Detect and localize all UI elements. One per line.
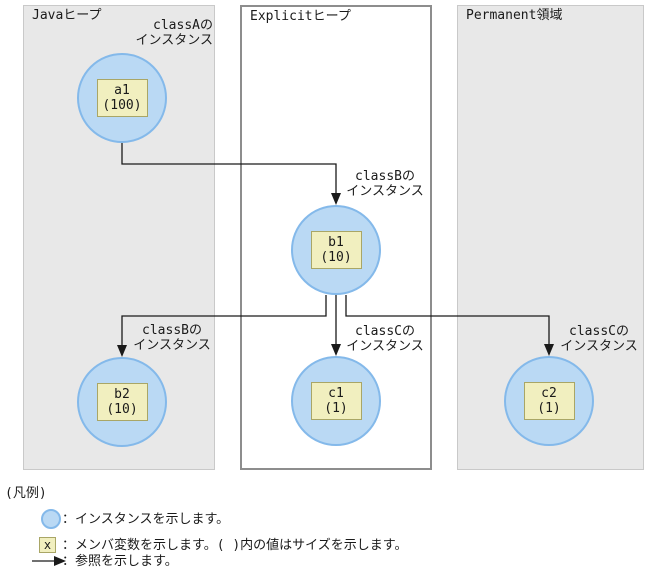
annotation-classA-a1: classAの インスタンス xyxy=(135,18,213,48)
member-var-size: (1) xyxy=(537,401,561,416)
member-var-size: (10) xyxy=(320,250,352,265)
annotation-classC-c1: classCの インスタンス xyxy=(346,324,424,354)
panel-permanent-area-label: Permanent領域 xyxy=(466,8,563,23)
instance-b2: b2 (10) xyxy=(77,357,167,447)
legend-reference-text: ：参照を示します。 xyxy=(62,554,178,569)
member-var-box-a1: a1 (100) xyxy=(96,79,148,117)
member-var-name: b2 xyxy=(114,387,130,402)
panel-java-heap-label: Javaヒープ xyxy=(32,8,102,23)
member-var-name: c2 xyxy=(541,386,557,401)
legend-member-box-icon: x xyxy=(39,537,56,553)
legend-member-box-label: x xyxy=(43,538,52,552)
member-var-box-c1: c1 (1) xyxy=(310,382,362,420)
member-var-size: (100) xyxy=(102,98,142,113)
member-var-name: a1 xyxy=(114,83,130,98)
instance-a1: a1 (100) xyxy=(77,53,167,143)
legend-title: (凡例) xyxy=(5,486,47,501)
legend-instance-text: ：インスタンスを示します。 xyxy=(62,512,230,527)
annotation-classB-b2: classBの インスタンス xyxy=(133,323,211,353)
annotation-classC-c2: classCの インスタンス xyxy=(560,324,638,354)
member-var-box-c2: c2 (1) xyxy=(523,382,575,420)
legend-instance-circle-icon xyxy=(41,509,61,529)
legend-member-text: ：メンバ変数を示します。( )内の値はサイズを示します。 xyxy=(62,538,408,553)
member-var-box-b1: b1 (10) xyxy=(310,231,362,269)
annotation-classB-b1: classBの インスタンス xyxy=(346,169,424,199)
member-var-name: c1 xyxy=(328,386,344,401)
instance-c2: c2 (1) xyxy=(504,356,594,446)
member-var-size: (10) xyxy=(106,402,138,417)
panel-explicit-heap-label: Explicitヒープ xyxy=(250,9,351,24)
instance-c1: c1 (1) xyxy=(291,356,381,446)
member-var-name: b1 xyxy=(328,235,344,250)
member-var-box-b2: b2 (10) xyxy=(96,383,148,421)
instance-b1: b1 (10) xyxy=(291,205,381,295)
member-var-size: (1) xyxy=(324,401,348,416)
